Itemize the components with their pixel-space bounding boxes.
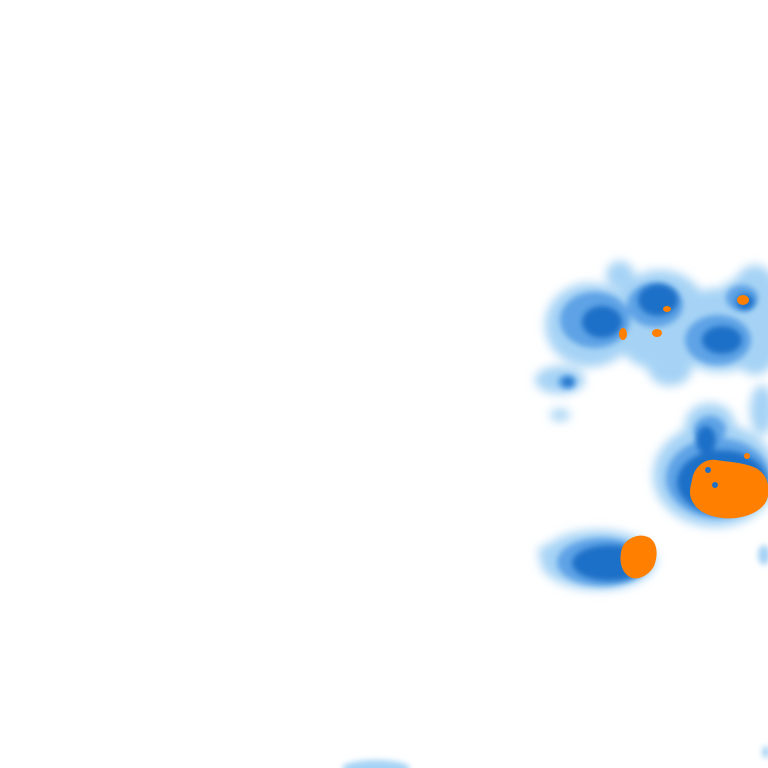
- rain-cell-southwest: [538, 530, 657, 590]
- rain-cell-edge-fragments: [342, 545, 768, 768]
- intense-rain-layer: [619, 295, 749, 340]
- light-rain-band: [606, 261, 634, 289]
- light-rain-band: [750, 385, 768, 435]
- intense-rain-cell: [744, 453, 750, 459]
- heavy-rain-core: [702, 326, 742, 354]
- intense-rain-cell: [663, 306, 671, 312]
- heavy-rain-core: [696, 426, 716, 454]
- heavy-rain-core: [582, 306, 622, 338]
- light-rain-band: [648, 350, 692, 386]
- intense-rain-layer: [620, 535, 657, 579]
- intense-rain-cell: [690, 459, 768, 519]
- intense-rain-layer: [690, 453, 768, 519]
- light-rain-band: [342, 760, 410, 768]
- light-rain-band: [758, 545, 768, 565]
- light-rain-band: [762, 746, 768, 758]
- intense-rain-cell: [737, 295, 749, 305]
- heavy-rain-pocket: [712, 482, 718, 488]
- rain-cell-east: [653, 385, 768, 527]
- light-rain-band: [550, 409, 570, 421]
- intense-rain-cell: [619, 328, 627, 340]
- rain-cell-north-cluster: [535, 261, 768, 421]
- heavy-rain-pocket: [705, 467, 711, 473]
- heavy-rain-core: [638, 284, 678, 316]
- intense-rain-cell: [652, 329, 662, 337]
- heavy-rain-core: [563, 378, 573, 386]
- intense-rain-cell: [620, 535, 657, 579]
